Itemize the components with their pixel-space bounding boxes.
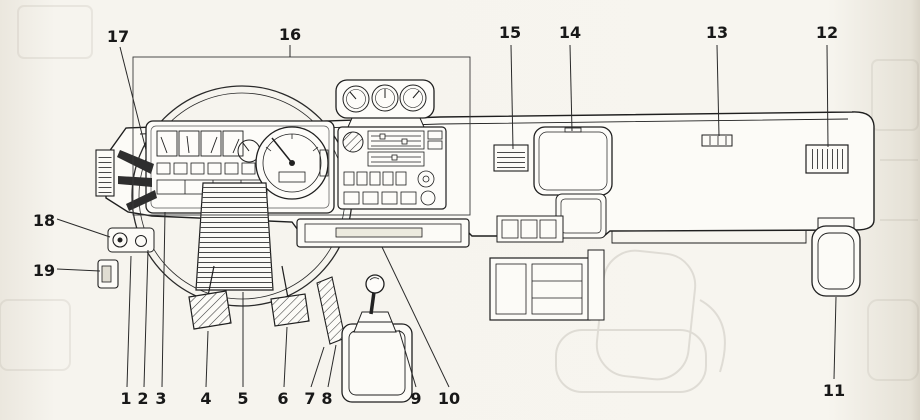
glove-box-bin (555, 193, 607, 239)
glove-box (533, 126, 613, 196)
leader-line-7 (310, 346, 325, 388)
control-stalks (117, 150, 157, 211)
steering-column-cover (195, 182, 274, 291)
callout-16: 16 (279, 25, 301, 44)
gear-shift-lever (341, 274, 413, 403)
callout-2: 2 (137, 389, 148, 408)
leader-line-12 (826, 44, 829, 148)
leader-line-15 (510, 44, 514, 150)
callout-3: 3 (155, 389, 166, 408)
leader-line-18 (56, 218, 111, 238)
under-dash-knobs (107, 227, 155, 253)
callout-6: 6 (277, 389, 288, 408)
console-switch-panel (496, 215, 564, 243)
under-dash-lip (611, 231, 807, 244)
heater-sliders (367, 130, 443, 167)
callout-7: 7 (304, 389, 315, 408)
side-vent-left (95, 149, 115, 197)
accelerator-pedal (316, 276, 346, 345)
callout-17: 17 (107, 27, 129, 46)
radio-buttons (343, 170, 435, 188)
trip-reset-knob (319, 149, 329, 177)
leader-line-4 (205, 330, 209, 388)
callout-9: 9 (410, 389, 421, 408)
lower-switch-row (343, 190, 436, 206)
leader-line-1 (126, 255, 132, 388)
side-vent-right (805, 144, 849, 174)
leader-line-2 (143, 249, 149, 388)
callout-18: 18 (33, 211, 55, 230)
leader-line-8 (327, 344, 337, 388)
leader-line-14 (569, 44, 573, 132)
callout-14: 14 (559, 23, 581, 42)
auxiliary-gauge-pod (335, 79, 435, 128)
hood-release-lever (97, 259, 119, 289)
leader-lines (56, 44, 837, 388)
heater-radio-panel (337, 126, 447, 210)
glove-box-latch (564, 127, 582, 133)
callout-4: 4 (200, 389, 211, 408)
speaker-grille (493, 144, 529, 172)
leader-line-10 (381, 246, 450, 388)
center-tray (296, 218, 470, 248)
leader-line-11 (833, 296, 837, 380)
speedometer-gauge (255, 126, 329, 200)
leader-line-13 (716, 44, 720, 137)
leader-line-6 (283, 326, 288, 388)
leader-line-19 (56, 268, 101, 272)
leader-line-9 (398, 329, 417, 388)
callout-12: 12 (816, 23, 838, 42)
callout-16-group-box (132, 56, 471, 216)
callout-8: 8 (321, 389, 332, 408)
coin-box (811, 217, 861, 297)
console-box (489, 249, 605, 321)
callout-10: 10 (438, 389, 460, 408)
callout-11: 11 (823, 381, 845, 400)
rotary-knob (342, 131, 364, 153)
callout-5: 5 (237, 389, 248, 408)
leader-line-17 (119, 46, 147, 151)
pedal-left (188, 265, 232, 330)
print-bleed-ghosts (0, 5, 919, 381)
callout-19: 19 (33, 261, 55, 280)
callout-13: 13 (706, 23, 728, 42)
pedal-right (270, 265, 310, 327)
callout-15: 15 (499, 23, 521, 42)
small-gauges (156, 130, 244, 157)
defroster-vent (701, 134, 733, 147)
leader-line-3 (161, 211, 166, 388)
callout-1: 1 (120, 389, 131, 408)
